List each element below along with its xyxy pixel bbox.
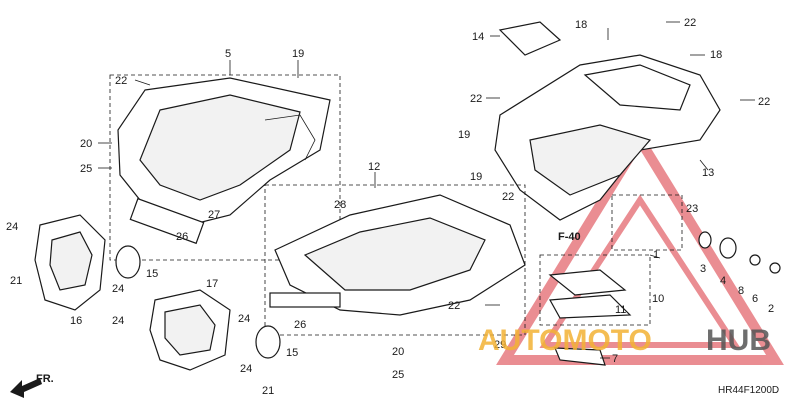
callout-26a: 26	[176, 231, 188, 243]
direction-label: FR.	[36, 373, 54, 385]
callout-4: 4	[720, 275, 726, 287]
callout-21b: 21	[262, 385, 274, 397]
callout-16: 16	[70, 315, 82, 327]
section-reference: F-40	[558, 231, 581, 243]
rear-fender-group	[494, 21, 721, 221]
callout-3: 3	[700, 263, 706, 275]
callout-24b: 24	[112, 283, 124, 295]
callout-24d: 24	[238, 313, 250, 325]
callout-22c: 22	[684, 17, 696, 29]
callout-26b: 26	[294, 319, 306, 331]
callout-22a: 22	[115, 75, 127, 87]
callout-18a: 18	[575, 19, 587, 31]
callout-22d: 22	[758, 96, 770, 108]
callout-24c: 24	[112, 315, 124, 327]
callout-25b: 25	[392, 369, 404, 381]
callout-5: 5	[225, 48, 231, 60]
callout-1: 1	[653, 249, 659, 261]
front-fender-group	[109, 74, 341, 261]
callout-13: 13	[702, 167, 714, 179]
callout-19c: 19	[470, 171, 482, 183]
side-cover-right-lower	[149, 289, 281, 371]
front-direction-arrow: FR.	[10, 373, 54, 398]
small-parts-cluster	[539, 194, 781, 366]
callout-19a: 19	[292, 48, 304, 60]
callout-12: 12	[368, 161, 380, 173]
callout-20b: 20	[392, 346, 404, 358]
callout-24e: 24	[240, 363, 252, 375]
callout-8: 8	[738, 285, 744, 297]
callout-10: 10	[652, 293, 664, 305]
callout-22b: 22	[470, 93, 482, 105]
callout-14: 14	[472, 31, 484, 43]
callout-15b: 15	[286, 347, 298, 359]
callout-28: 28	[334, 199, 346, 211]
watermark-text: AUTOMOTO HUB	[478, 324, 771, 357]
callout-29: 29	[494, 339, 506, 351]
callout-2: 2	[768, 303, 774, 315]
callout-11: 11	[615, 304, 626, 316]
watermark-text-part2: HUB	[706, 324, 771, 357]
leader-lines	[98, 21, 755, 359]
callout-24a: 24	[6, 221, 18, 233]
callout-23: 23	[686, 203, 698, 215]
side-cover-left	[34, 214, 141, 311]
callout-22e: 22	[502, 191, 514, 203]
callout-18b: 18	[710, 49, 722, 61]
callout-27: 27	[208, 209, 220, 221]
callout-7: 7	[612, 353, 618, 365]
watermark-text-part1: AUTOMOTO	[478, 324, 652, 357]
callout-6: 6	[752, 293, 758, 305]
diagram-code: HR44F1200D	[718, 385, 779, 396]
callout-25a: 25	[80, 163, 92, 175]
callout-17: 17	[206, 278, 218, 290]
callout-19b: 19	[458, 129, 470, 141]
center-cover-group	[264, 184, 526, 336]
callout-21a: 21	[10, 275, 22, 287]
callout-15a: 15	[146, 268, 158, 280]
callout-labels: 1 2 3 4 5 6 7 8 10 11 12 13 14 15 15 16 …	[6, 17, 774, 397]
callout-20a: 20	[80, 138, 92, 150]
callout-22f: 22	[448, 300, 460, 312]
